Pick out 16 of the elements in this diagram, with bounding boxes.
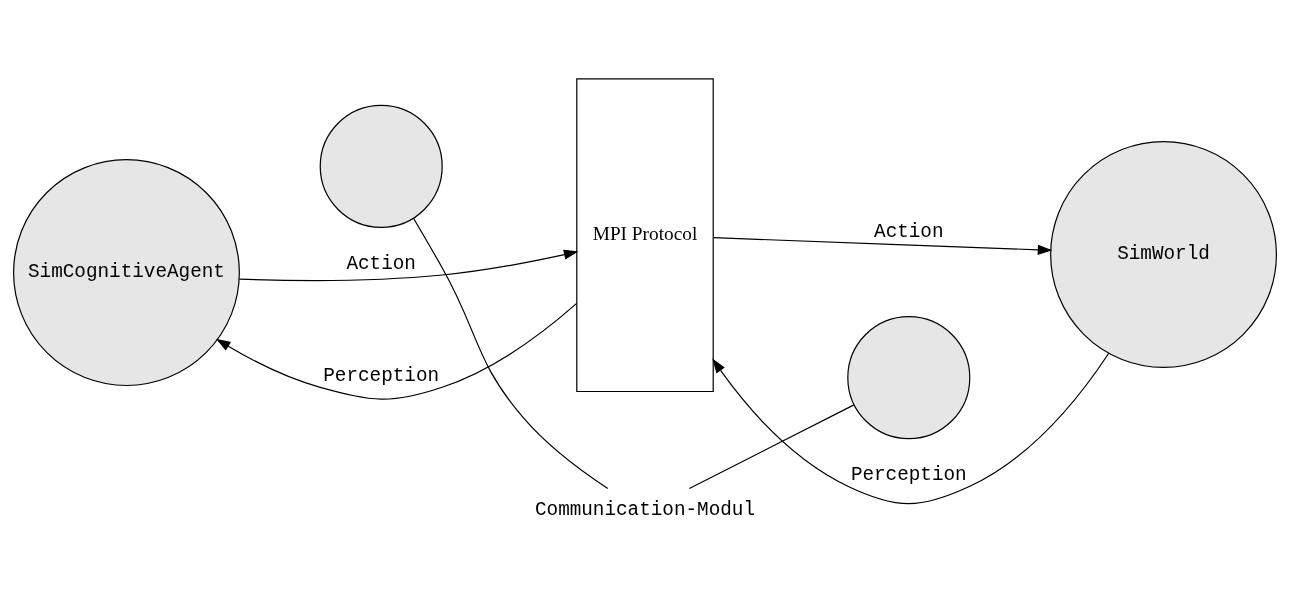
edge-label: Perception — [850, 464, 967, 487]
connector — [688, 404, 855, 490]
node-circle: SimCognitiveAgent — [12, 159, 240, 387]
node-text: Communication-Modul — [534, 499, 756, 522]
arrow — [712, 352, 1110, 505]
node-box: MPI Protocol — [576, 78, 714, 393]
edge-label: Action — [874, 221, 944, 244]
connector — [412, 217, 609, 490]
node-circle — [319, 104, 443, 228]
node-circle — [847, 316, 971, 440]
edge-label: Action — [346, 252, 416, 275]
arrow — [238, 249, 579, 282]
arrow — [713, 237, 1053, 255]
arrow — [216, 302, 578, 400]
edge-label: Perception — [323, 365, 440, 388]
node-circle: SimWorld — [1050, 141, 1278, 368]
